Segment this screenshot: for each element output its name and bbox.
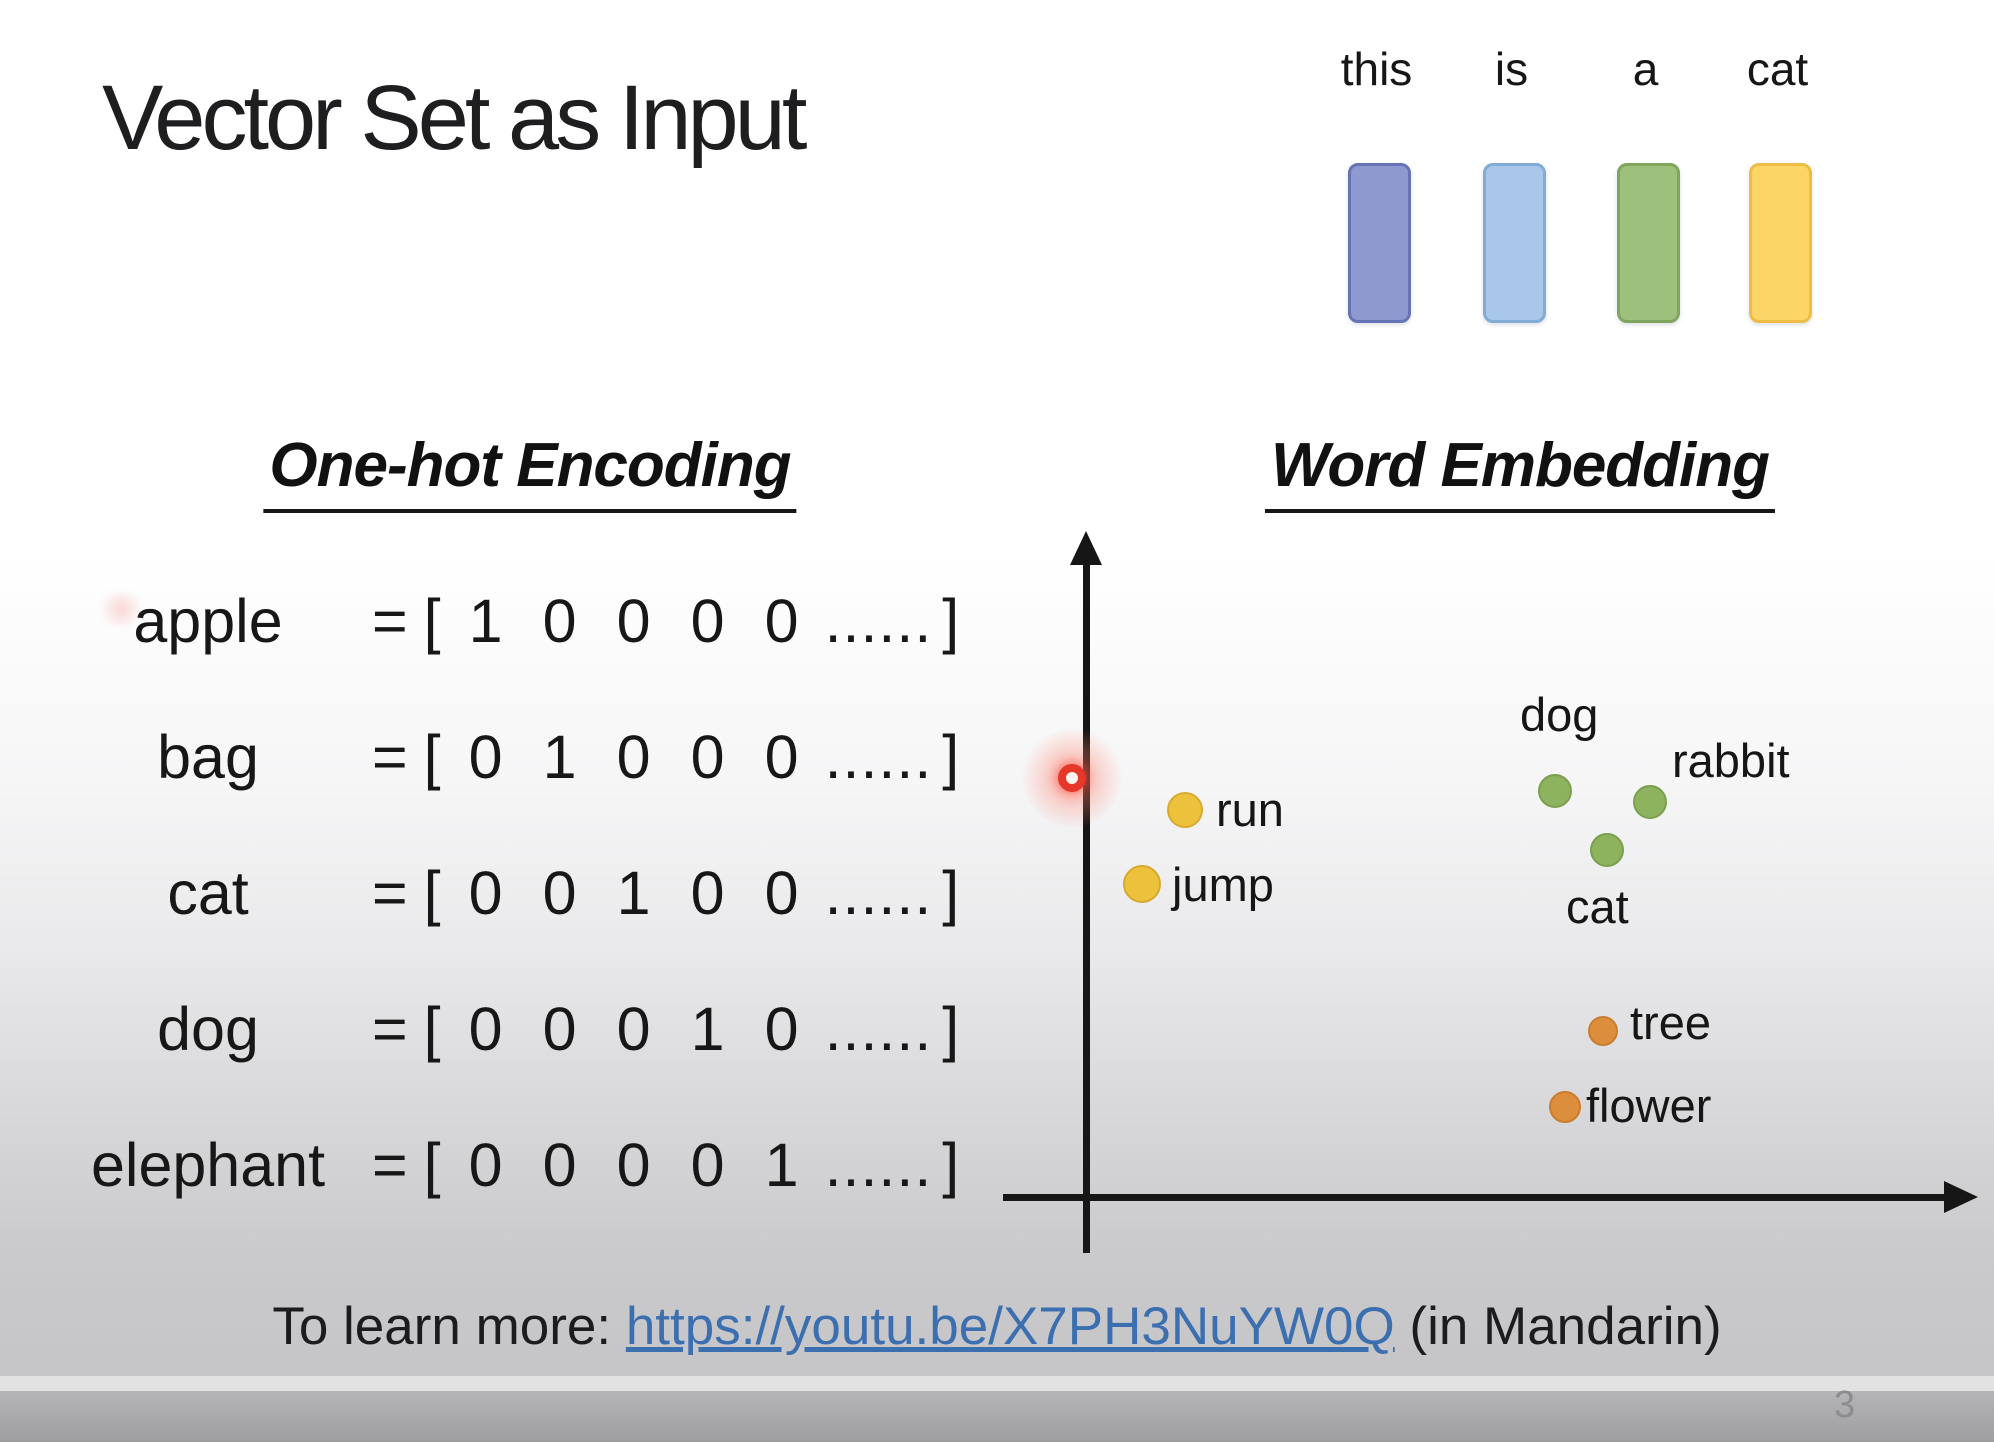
page-number: 3 bbox=[1834, 1384, 1856, 1426]
vector-digit: 0 bbox=[542, 995, 577, 1063]
plant-point-dot bbox=[1588, 1016, 1618, 1046]
footer-suffix: (in Mandarin) bbox=[1394, 1297, 1722, 1356]
token-vector-rect bbox=[1483, 163, 1546, 323]
slide-title: Vector Set as Input bbox=[102, 67, 807, 169]
footer-link[interactable]: https://youtu.be/X7PH3NuYW0Q bbox=[625, 1297, 1395, 1356]
animal-point-dot bbox=[1633, 785, 1667, 819]
point-label: tree bbox=[1630, 996, 1711, 1049]
y-axis-line bbox=[1083, 552, 1090, 1253]
token-vector-rect bbox=[1749, 163, 1812, 323]
vector-digit: 0 bbox=[690, 859, 725, 927]
bracket-open: [ bbox=[423, 995, 441, 1063]
onehot-word: bag bbox=[157, 723, 259, 791]
bracket-open: [ bbox=[423, 1131, 441, 1199]
vector-digit: 0 bbox=[616, 723, 651, 791]
equals-sign: = bbox=[372, 587, 408, 655]
x-axis-arrowhead-icon bbox=[1944, 1181, 1978, 1213]
point-label: flower bbox=[1586, 1079, 1712, 1132]
vector-digit: 0 bbox=[764, 587, 799, 655]
animal-point-dot bbox=[1538, 774, 1572, 808]
vector-digit: 0 bbox=[616, 1131, 651, 1199]
vector-digit: 0 bbox=[468, 723, 503, 791]
laser-trace-smudge bbox=[95, 592, 147, 626]
equals-sign: = bbox=[372, 1131, 408, 1199]
embedding-heading: Word Embedding bbox=[1264, 430, 1776, 513]
vector-ellipsis: ...... bbox=[824, 1131, 933, 1199]
vector-digit: 0 bbox=[542, 859, 577, 927]
token-word-label: this bbox=[1340, 43, 1413, 95]
bottom-light-band bbox=[0, 1376, 1994, 1391]
point-label: cat bbox=[1566, 880, 1629, 933]
vector-ellipsis: ...... bbox=[824, 723, 933, 791]
bracket-open: [ bbox=[423, 859, 441, 927]
bracket-open: [ bbox=[423, 587, 441, 655]
vector-digit: 0 bbox=[690, 723, 725, 791]
vector-digit: 0 bbox=[542, 1131, 577, 1199]
point-label: jump bbox=[1172, 858, 1274, 911]
point-label: rabbit bbox=[1672, 734, 1790, 787]
bracket-close: ] bbox=[942, 995, 960, 1063]
vector-ellipsis: ...... bbox=[824, 995, 933, 1063]
footer: To learn more: https://youtu.be/X7PH3NuY… bbox=[272, 1296, 1721, 1357]
onehot-word: dog bbox=[157, 995, 259, 1063]
vector-digit: 0 bbox=[468, 995, 503, 1063]
vector-digit: 0 bbox=[764, 995, 799, 1063]
animal-point-dot bbox=[1590, 833, 1624, 867]
token-word-label: a bbox=[1632, 43, 1659, 95]
vector-digit: 1 bbox=[690, 995, 725, 1063]
onehot-word: elephant bbox=[90, 1131, 326, 1199]
verb-point-dot bbox=[1167, 792, 1203, 828]
onehot-word: cat bbox=[167, 859, 249, 927]
onehot-heading: One-hot Encoding bbox=[263, 430, 797, 513]
point-label: dog bbox=[1520, 688, 1599, 741]
vector-digit: 0 bbox=[468, 1131, 503, 1199]
vector-digit: 1 bbox=[468, 587, 503, 655]
bottom-dark-strip bbox=[0, 1391, 1994, 1442]
bracket-close: ] bbox=[942, 1131, 960, 1199]
vector-digit: 0 bbox=[542, 587, 577, 655]
vector-digit: 0 bbox=[764, 859, 799, 927]
bracket-close: ] bbox=[942, 859, 960, 927]
bracket-open: [ bbox=[423, 723, 441, 791]
bracket-close: ] bbox=[942, 587, 960, 655]
token-word-label: cat bbox=[1746, 43, 1809, 95]
vector-ellipsis: ...... bbox=[824, 859, 933, 927]
vector-digit: 0 bbox=[468, 859, 503, 927]
point-label: run bbox=[1216, 783, 1284, 836]
vector-digit: 1 bbox=[764, 1131, 799, 1199]
plant-point-dot bbox=[1549, 1091, 1581, 1123]
y-axis-arrowhead-icon bbox=[1070, 531, 1102, 565]
vector-digit: 0 bbox=[616, 995, 651, 1063]
footer-prefix: To learn more: bbox=[272, 1297, 626, 1356]
vector-digit: 0 bbox=[690, 587, 725, 655]
vector-digit: 0 bbox=[764, 723, 799, 791]
verb-point-dot bbox=[1123, 865, 1161, 903]
vector-ellipsis: ...... bbox=[824, 587, 933, 655]
token-vector-rect bbox=[1348, 163, 1411, 323]
laser-pointer-dot bbox=[1058, 764, 1086, 792]
token-word-label: is bbox=[1494, 43, 1529, 95]
onehot-word: apple bbox=[133, 587, 283, 655]
token-vector-rect bbox=[1617, 163, 1680, 323]
vector-digit: 0 bbox=[690, 1131, 725, 1199]
vector-digit: 1 bbox=[542, 723, 577, 791]
equals-sign: = bbox=[372, 723, 408, 791]
vector-digit: 0 bbox=[616, 587, 651, 655]
x-axis-line bbox=[1003, 1194, 1948, 1201]
bracket-close: ] bbox=[942, 723, 960, 791]
equals-sign: = bbox=[372, 995, 408, 1063]
vector-digit: 1 bbox=[616, 859, 651, 927]
equals-sign: = bbox=[372, 859, 408, 927]
